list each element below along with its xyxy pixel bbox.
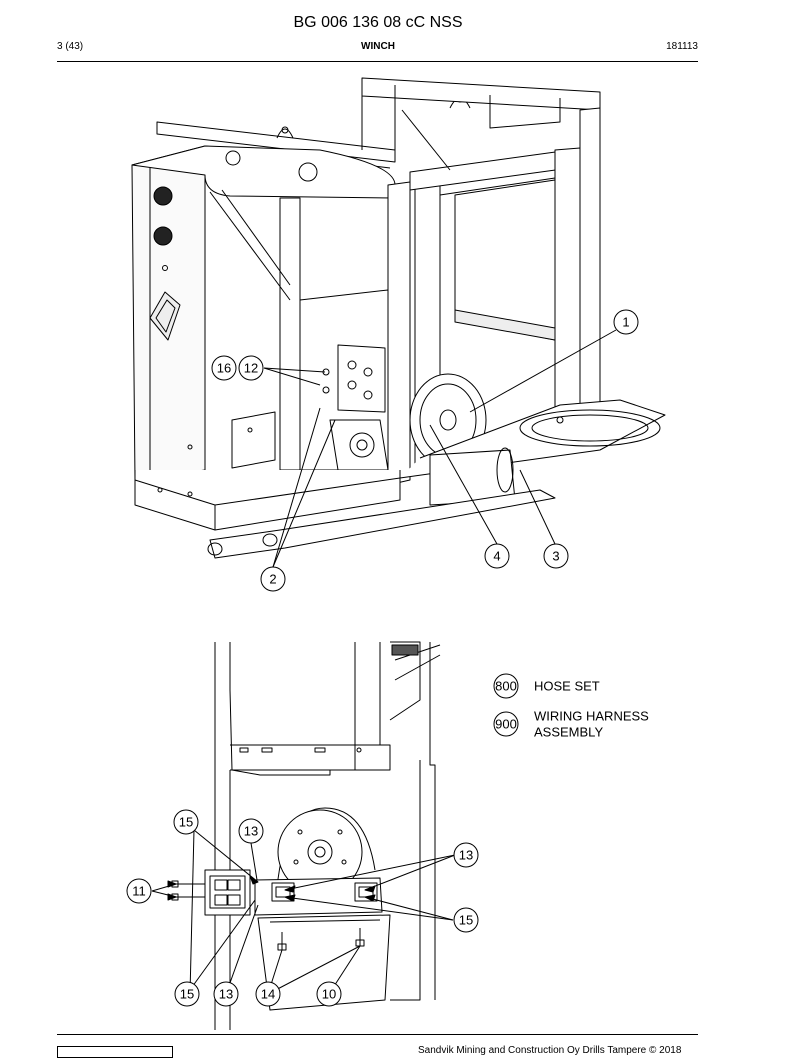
legend-code-900: 900 bbox=[495, 717, 517, 732]
legend-code-800: 800 bbox=[495, 679, 517, 694]
callout-13-right: 13 bbox=[459, 848, 473, 863]
winch-frame-illustration bbox=[131, 77, 666, 559]
callout-12: 12 bbox=[244, 361, 258, 376]
section-title: WINCH bbox=[361, 41, 395, 52]
callout-13-bottom: 13 bbox=[219, 987, 233, 1002]
callout-3: 3 bbox=[552, 549, 559, 564]
callout-15-bottom: 15 bbox=[180, 987, 194, 1002]
legend-label-wiring-line2: ASSEMBLY bbox=[534, 725, 603, 740]
top-callouts bbox=[211, 309, 639, 592]
callout-4: 4 bbox=[493, 549, 500, 564]
footer-rule bbox=[57, 1034, 698, 1035]
legend-label-hose-set: HOSE SET bbox=[534, 679, 600, 694]
footer-copyright: Sandvik Mining and Construction Oy Drill… bbox=[418, 1045, 682, 1056]
page-number: 3 (43) bbox=[57, 41, 84, 52]
callout-2: 2 bbox=[269, 572, 276, 587]
callout-1: 1 bbox=[622, 315, 629, 330]
document-title: BG 006 136 08 cC NSS bbox=[293, 14, 463, 31]
header-rule bbox=[57, 61, 698, 62]
callout-13-top: 13 bbox=[244, 824, 258, 839]
callout-11: 11 bbox=[132, 884, 146, 899]
winch-detail-illustration bbox=[171, 641, 441, 1030]
callout-15-right: 15 bbox=[459, 913, 473, 928]
legend-label-wiring-line1: WIRING HARNESS bbox=[534, 709, 649, 724]
callout-15-top: 15 bbox=[179, 815, 193, 830]
callout-16: 16 bbox=[217, 361, 231, 376]
legend-balloons bbox=[493, 673, 519, 737]
bottom-callouts bbox=[126, 809, 479, 1007]
callout-10: 10 bbox=[322, 987, 336, 1002]
callout-14: 14 bbox=[261, 987, 275, 1002]
sandvik-logo bbox=[57, 1046, 173, 1058]
date-code: 181113 bbox=[666, 41, 698, 52]
